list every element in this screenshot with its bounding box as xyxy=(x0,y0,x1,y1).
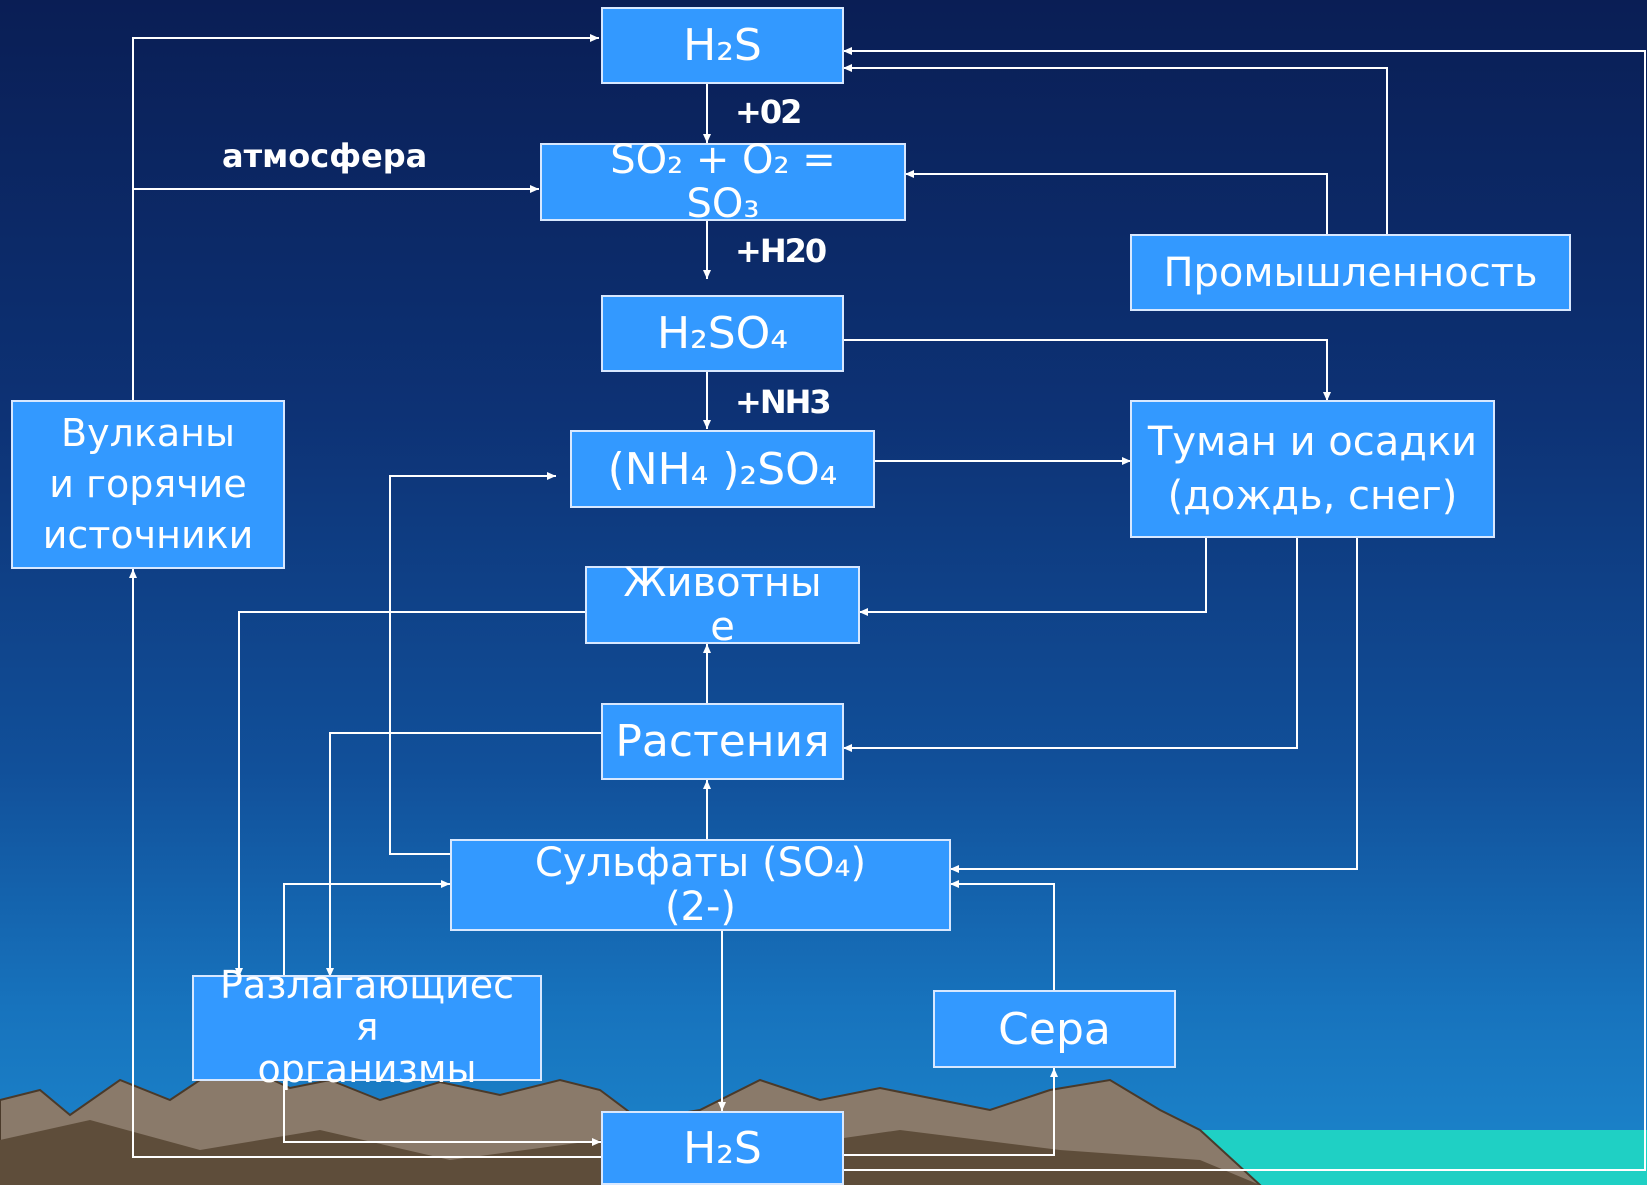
arrow-volcano-to-h2s-top xyxy=(132,34,599,401)
arrows xyxy=(129,34,1646,1171)
label-plus-o2: +02 xyxy=(735,93,802,131)
arrow-plants-to-decomposers xyxy=(326,732,601,977)
node-industry: Промышленность xyxy=(1130,234,1571,311)
node-sulfur: Сера xyxy=(933,990,1176,1068)
arrow-outer-loop-to-h2s-top xyxy=(843,47,1646,1171)
node-so2-so3: SO₂ + O₂ = SO₃ xyxy=(540,138,906,226)
node-decomposers: Разлагающиес я организмы xyxy=(192,964,542,1090)
arrow-industry-to-so2 xyxy=(905,170,1328,234)
label-atmosphere: атмосфера xyxy=(222,137,428,175)
node-volcanoes: Вулканы и горячие источники xyxy=(11,400,285,569)
arrow-decomposers-to-h2s-bottom xyxy=(283,1081,601,1146)
node-nh4-2so4: (NH₄ )₂SO₄ xyxy=(570,430,875,508)
node-plants: Растения xyxy=(601,703,844,780)
sea xyxy=(1180,1130,1647,1185)
arrow-h2s-bottom-to-volcano xyxy=(129,569,601,1158)
arrow-h2so4-to-fog xyxy=(843,339,1331,401)
arrow-decomposers-to-sulfates xyxy=(283,880,450,977)
node-h2s-bottom: H₂S xyxy=(601,1111,844,1185)
node-h2s-top: H₂S xyxy=(601,7,844,84)
arrow-fog-to-sulfates xyxy=(950,537,1358,873)
arrow-sulfur-to-sulfates xyxy=(950,880,1055,991)
arrow-h2s-bottom-to-sulfur xyxy=(843,1068,1058,1156)
node-animals: Животны е xyxy=(585,561,860,649)
label-plus-h2o: +H20 xyxy=(735,232,827,270)
label-plus-nh3: +NH3 xyxy=(735,383,832,421)
node-fog: Туман и осадки (дождь, снег) xyxy=(1130,400,1495,538)
arrow-fog-to-animals xyxy=(859,537,1207,616)
node-h2so4: H₂SO₄ xyxy=(601,295,844,372)
arrow-sulfates-to-nh4 xyxy=(389,472,556,855)
node-sulfates: Сульфаты (SO₄) (2-) xyxy=(450,839,951,931)
arrow-animals-to-decomposers xyxy=(235,611,585,977)
arrow-fog-to-plants xyxy=(843,537,1298,752)
arrow-industry-to-h2s-top xyxy=(843,64,1388,234)
